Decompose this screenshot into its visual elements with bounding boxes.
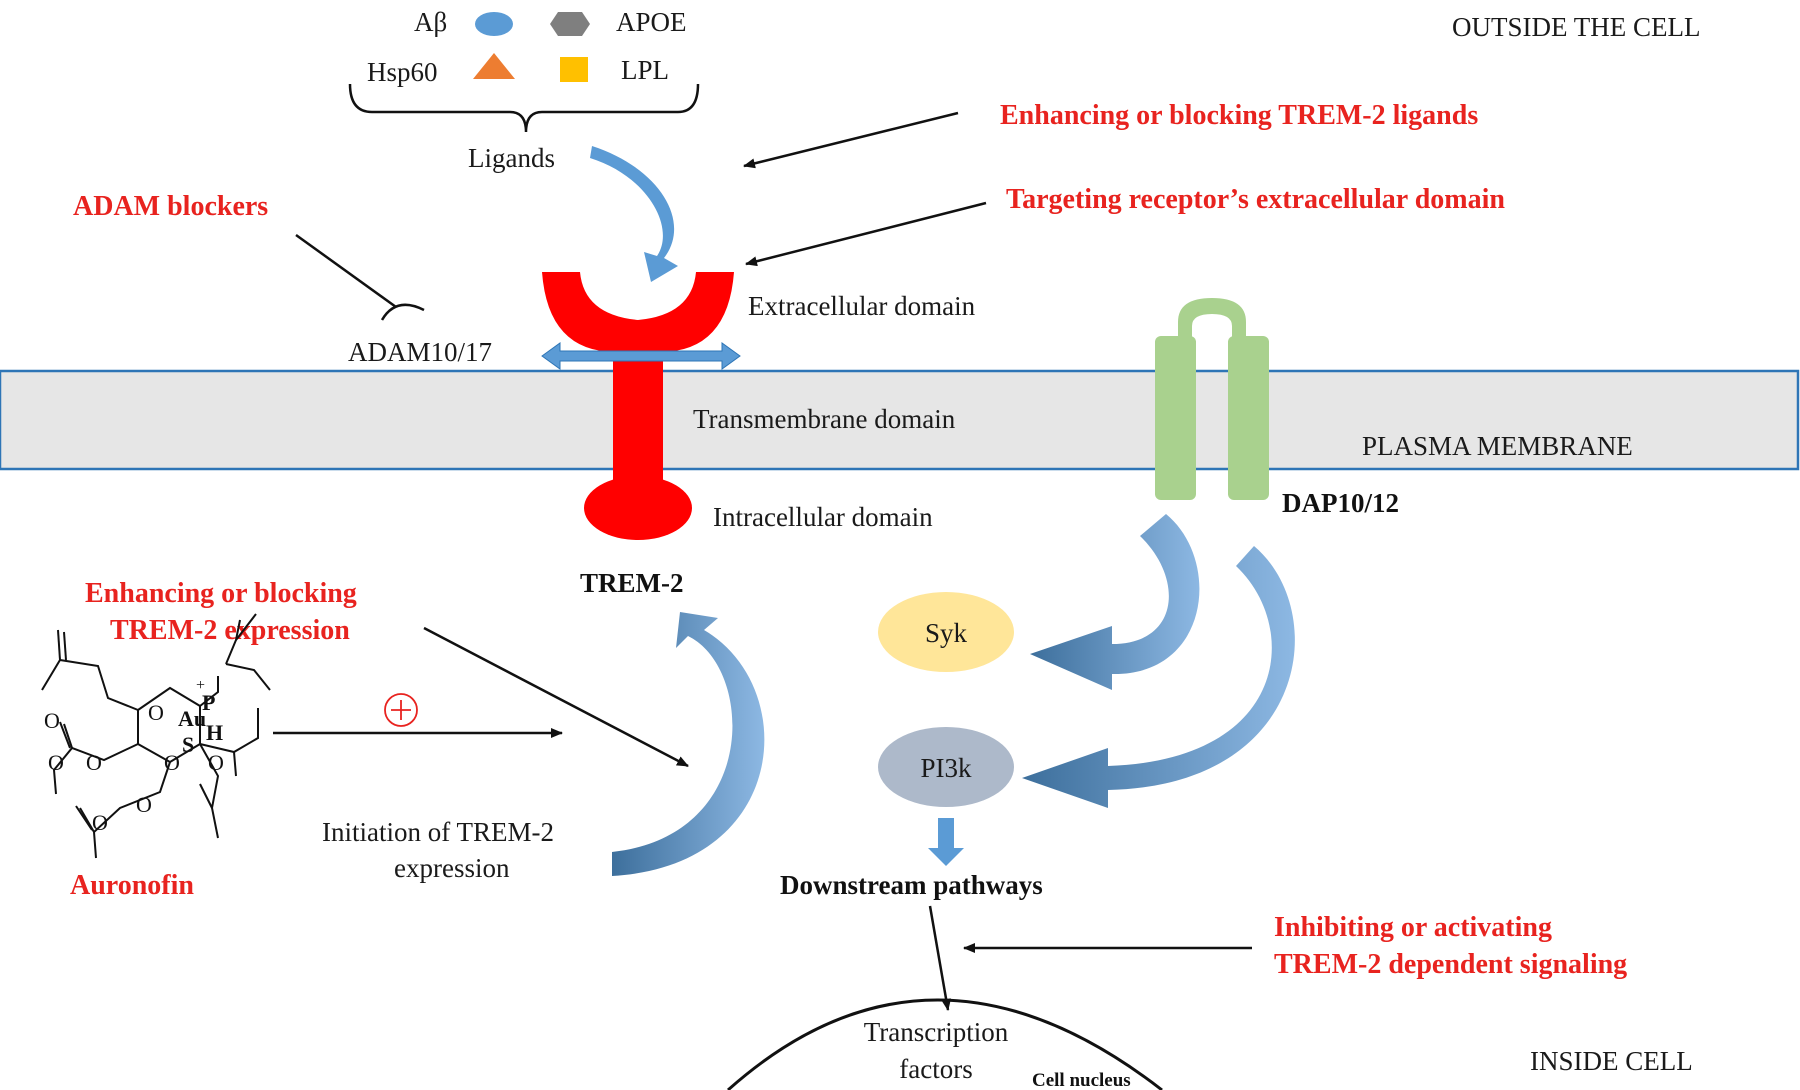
auronofin-o5: O: [164, 750, 180, 775]
trem2-label: TREM-2: [580, 568, 684, 598]
lpl-square: [560, 57, 588, 82]
transmembrane-domain-label: Transmembrane domain: [693, 404, 956, 434]
trem2-transmembrane-domain: [613, 340, 663, 492]
intracellular-domain-label: Intracellular domain: [713, 502, 933, 532]
auronofin-o7: O: [92, 810, 108, 835]
pi3k-label: PI3k: [920, 753, 972, 783]
adam-label: ADAM10/17: [348, 337, 492, 367]
cell-nucleus-label: Cell nucleus: [1032, 1070, 1131, 1090]
outside-cell-label: OUTSIDE THE CELL: [1452, 12, 1700, 42]
strategy-extracellular-arrow: [745, 201, 987, 267]
syk-node: [878, 592, 1014, 672]
inside-cell-label: INSIDE CELL: [1530, 1046, 1693, 1076]
dap-to-pi3k-arrow: [1022, 546, 1295, 808]
strategy-ligands-arrow: [743, 111, 959, 169]
hsp60-triangle: [473, 53, 515, 79]
auronofin-o6: O: [208, 750, 224, 775]
ligands-label: Ligands: [468, 143, 555, 173]
auronofin-p: P: [202, 690, 215, 715]
apoe-label: APOE: [616, 7, 687, 37]
auronofin-plus: +: [196, 677, 205, 694]
dap-left-helix: [1155, 336, 1196, 500]
activation-plus-circle: [384, 693, 418, 727]
ligand-brace: [348, 83, 700, 133]
cell-nucleus-membrane: [727, 998, 1163, 1090]
downstream-pathways-label: Downstream pathways: [780, 870, 1043, 900]
auronofin-structure: [41, 613, 271, 859]
expression-label-line1: Initiation of TREM-2: [322, 817, 554, 847]
expression-label-line2: expression: [394, 853, 510, 883]
auronofin-h: H: [206, 720, 223, 745]
dap-label: DAP10/12: [1282, 488, 1399, 518]
trem2-intracellular-domain: [584, 476, 692, 540]
adam-cleavage-double-arrow: [541, 342, 741, 370]
dap-loop: [1178, 298, 1246, 342]
dap-right-helix: [1228, 336, 1269, 500]
auronofin-au: Au: [178, 706, 206, 731]
abeta-label: Aβ: [414, 7, 447, 37]
lpl-label: LPL: [621, 55, 669, 85]
strategy-ligands-label: Enhancing or blocking TREM-2 ligands: [1000, 100, 1478, 131]
strategy-signaling-label-line2: TREM-2 dependent signaling: [1274, 949, 1627, 980]
strategy-expression-label-line1: Enhancing or blocking: [85, 578, 357, 609]
plasma-membrane-label: PLASMA MEMBRANE: [1362, 431, 1633, 461]
auronofin-label: Auronofin: [70, 870, 194, 901]
abeta-ellipse: [475, 12, 513, 36]
strategy-expression-label-line2: TREM-2 expression: [110, 615, 350, 646]
syk-label: Syk: [925, 618, 968, 648]
auronofin-o1: O: [44, 708, 60, 733]
strategy-extracellular-label: Targeting receptor’s extracellular domai…: [1006, 184, 1505, 215]
auronofin-o8: O: [136, 792, 152, 817]
auronofin-o2: O: [148, 700, 164, 725]
transcription-factors-label-line2: factors: [899, 1054, 972, 1084]
dap-to-syk-arrow: [1030, 514, 1200, 690]
strategy-expression-arrow: [423, 626, 689, 768]
expression-to-trem2-arrow: [612, 612, 765, 876]
pi3k-to-downstream-arrow: [928, 818, 964, 866]
downstream-to-transcription-arrow: [928, 905, 952, 1011]
auronofin-o3: O: [48, 750, 64, 775]
transcription-factors-label-line1: Transcription: [864, 1017, 1009, 1047]
plasma-membrane: [0, 369, 1800, 471]
apoe-hexagon: [550, 12, 590, 36]
pi3k-node: [878, 727, 1014, 807]
auronofin-o4: O: [86, 750, 102, 775]
auronofin-s: S: [182, 732, 194, 757]
hsp60-label: Hsp60: [367, 57, 438, 87]
adam-inhibition-bar: [380, 303, 425, 321]
dap-complex: [1155, 298, 1269, 500]
strategy-signaling-label-line1: Inhibiting or activating: [1274, 912, 1552, 943]
adam-inhibition-line: [295, 233, 397, 309]
trem2-extracellular-domain: [542, 272, 734, 352]
ligand-binding-arrow: [590, 146, 678, 282]
adam-blockers-label: ADAM blockers: [73, 191, 268, 222]
extracellular-domain-label: Extracellular domain: [748, 291, 976, 321]
